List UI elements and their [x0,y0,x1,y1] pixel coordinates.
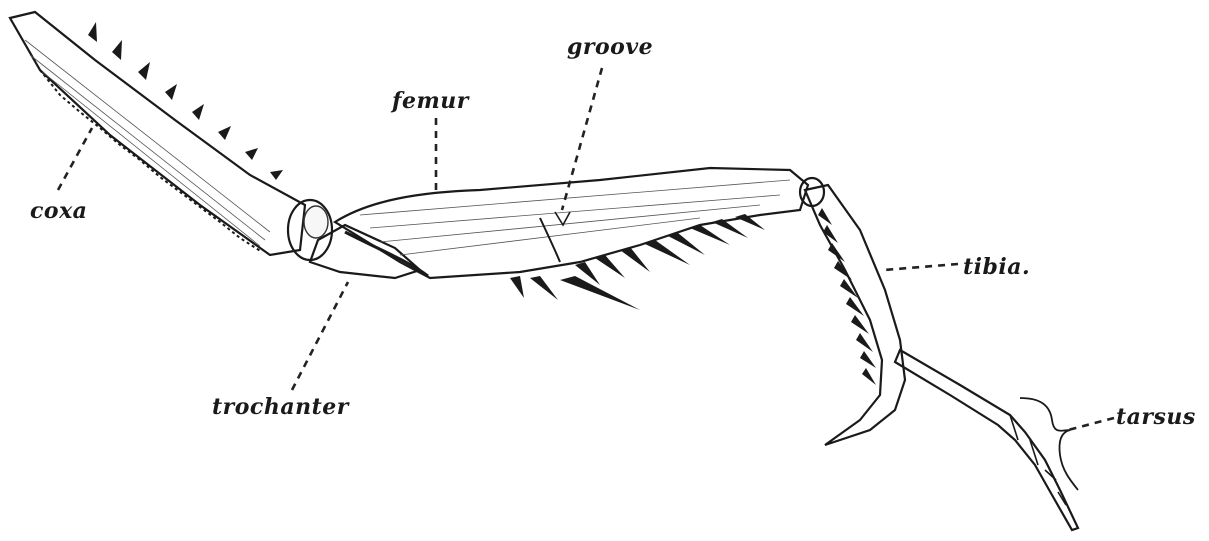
groove-leader [562,68,602,210]
femur-segment [335,168,808,310]
trochanter-label: trochanter [212,394,349,420]
femur-spines [510,214,765,310]
coxa-trochanter-joint [288,200,332,260]
leader-lines [58,68,1114,430]
coxa-leader [58,128,92,190]
tibia-leader [884,264,958,270]
tarsus-segment [895,350,1078,530]
tarsus-bracket [1020,398,1078,490]
coxa-spines [88,22,283,180]
trochanter-leader [292,282,348,390]
tibia-label: tibia. [963,254,1030,280]
tarsus-label: tarsus [1116,404,1196,430]
groove-label: groove [567,34,653,60]
tibia-segment [805,185,905,445]
femur-tibia-joint [800,178,824,206]
tibia-spines [818,208,876,385]
femur-label: femur [392,88,469,114]
tarsus-leader [1068,418,1114,430]
coxa-label: coxa [30,198,87,224]
